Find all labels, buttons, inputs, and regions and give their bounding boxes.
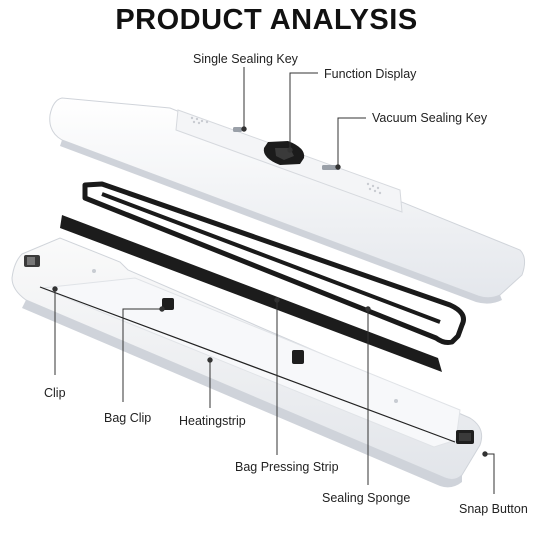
vent-left (190, 116, 209, 125)
snap-button-icon (456, 430, 474, 444)
callout-lines (52, 67, 495, 494)
label-heatingstrip: Heatingstrip (179, 414, 246, 428)
label-vacuum-sealing-key: Vacuum Sealing Key (372, 111, 488, 125)
clip-icon (24, 255, 40, 267)
bag-pressing-strip-gasket (60, 215, 442, 372)
label-sealing-sponge: Sealing Sponge (322, 491, 411, 505)
label-function-display: Function Display (324, 67, 417, 81)
vent-right (366, 182, 382, 195)
sealer-base (11, 237, 483, 488)
bag-clip-icon (162, 298, 174, 310)
label-single-sealing-key: Single Sealing Key (193, 52, 298, 66)
single-sealing-key-icon (233, 127, 242, 132)
sealing-sponge-gasket (82, 181, 466, 345)
bag-clip-icon-2 (292, 350, 304, 364)
label-clip: Clip (44, 386, 66, 400)
label-bag-pressing-strip: Bag Pressing Strip (235, 460, 339, 474)
label-bag-clip: Bag Clip (104, 411, 152, 425)
label-snap-button: Snap Button (459, 502, 528, 516)
page-title: PRODUCT ANALYSIS (115, 4, 418, 36)
